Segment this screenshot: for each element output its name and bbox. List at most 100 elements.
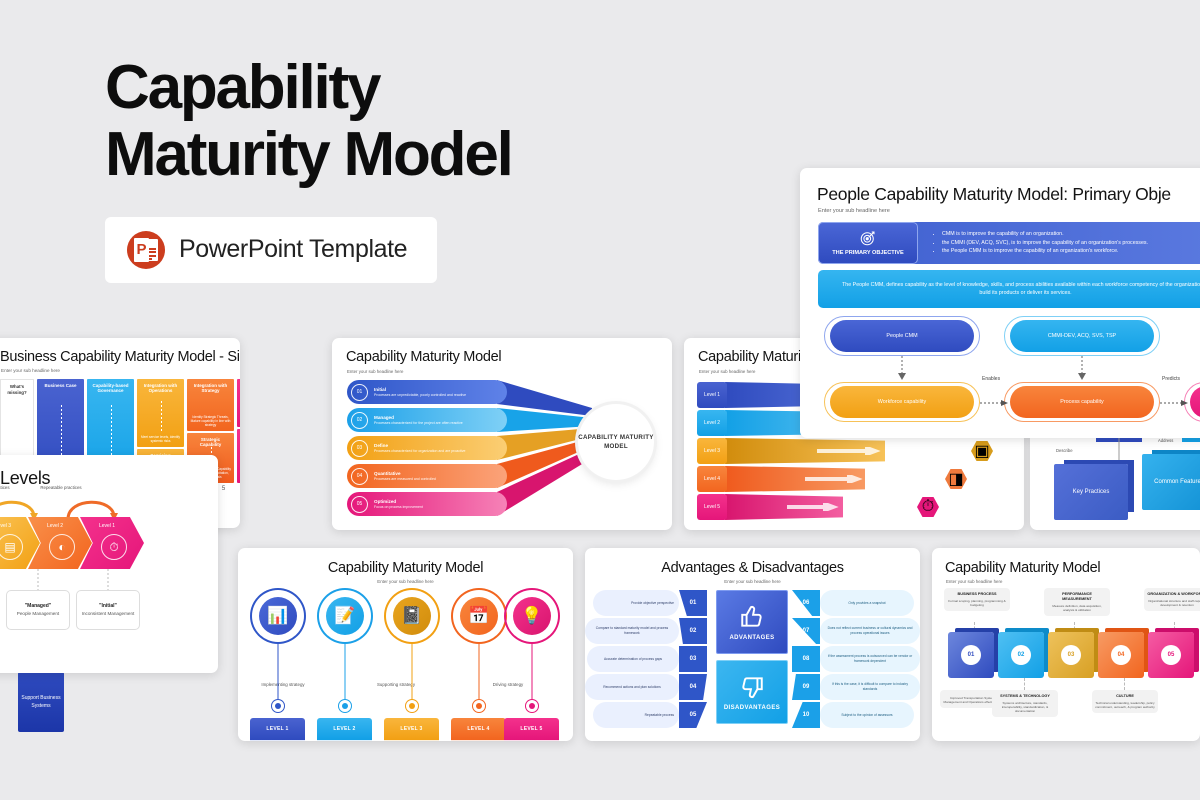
node-process-capability[interactable]: Process capability (1010, 386, 1154, 418)
callout-performance-measurement[interactable]: PERFORMANCE MEASUREMENT Measure definiti… (1044, 588, 1110, 617)
node-cmmi-dev[interactable]: CMMI-DEV, ACQ, SVS, TSP (1010, 320, 1154, 352)
level-tag: Level 1 (697, 382, 727, 408)
card-title: "Initial" (99, 602, 117, 609)
node-workforce-capability[interactable]: Workforce capability (830, 386, 974, 418)
row-desc: Processes are unpredictable, poorly cont… (374, 393, 467, 397)
node-people-cmm[interactable]: People CMM (830, 320, 974, 352)
curved-arrows (0, 500, 118, 521)
disadvantage-item-7[interactable]: 07 Does not reflect current business or … (792, 618, 920, 644)
advantage-item-3[interactable]: Accurate determination of process gaps 0… (587, 646, 707, 672)
ring-stems (277, 642, 533, 700)
level-row-3[interactable]: Level 3 Documented, Standardized, Repeat… (697, 438, 993, 464)
level-tag-name: Defined (949, 448, 965, 454)
row-number: 04 (351, 467, 368, 485)
ring-level-1[interactable]: 📊 (252, 590, 304, 642)
level-row-4[interactable]: Level 4 Reactive, Unstable, Manual Repea… (697, 466, 967, 492)
ring-level-5[interactable]: 💡 (506, 590, 558, 642)
disadvantages-panel[interactable]: DISADVANTAGES (716, 660, 788, 724)
ring-level-2[interactable]: 📝 (319, 590, 371, 642)
advantage-item-2[interactable]: Compare to standard maturity model and p… (585, 618, 707, 644)
level-box-3[interactable]: LEVEL 3 Managed (384, 718, 439, 741)
advantage-item-4[interactable]: Recommend actions and plan solutions 04 (585, 674, 707, 700)
callout-business-process[interactable]: BUSINESS PROCESS Formal scoping, plannin… (944, 588, 1010, 612)
funnel-ribbons (497, 380, 592, 516)
row-quantitative[interactable]: 04 Quantitative Processes are measured a… (347, 464, 507, 488)
advantages-panel[interactable]: ADVANTAGES (716, 590, 788, 654)
dot-1 (272, 700, 284, 712)
powerpoint-template-badge: P PowerPoint Template (105, 216, 438, 283)
calendar-icon: 📅 (460, 597, 498, 635)
primary-objective-bar: THE PRIMARY OBJECTIVE CMM is to improve … (818, 222, 1200, 264)
primary-objective-tag: THE PRIMARY OBJECTIVE (818, 222, 918, 264)
level-card-initial[interactable]: "Initial" Inconsistent Management (76, 590, 140, 630)
card-desc: People Management (16, 610, 60, 616)
callout-culture[interactable]: CULTURE Technical understanding, leaders… (1092, 690, 1158, 714)
level-card-managed[interactable]: "Managed" People Management (6, 590, 70, 630)
disadvantage-item-6[interactable]: 06 Only provides a snapshot (792, 590, 914, 616)
slide-people-cmm-primary-objective[interactable]: People Capability Maturity Model: Primar… (800, 168, 1200, 438)
capability-hub: CAPABILITY MATURITY MODEL (578, 404, 654, 480)
col4-sub-heading: Strategic Capability (199, 437, 222, 448)
chevron-label-2: Level 2 (46, 523, 64, 529)
cube-key-practices[interactable]: Key Practices (1054, 464, 1128, 520)
slide-subtitle: Enter your sub headline here (724, 579, 781, 584)
callout-organization-workforce[interactable]: ORGANIZATION & WORKFORCE Organizational … (1144, 588, 1200, 612)
level-box-1[interactable]: LEVEL 1 Ad hoc (250, 718, 305, 741)
maturity-rows: 01 Initial Processes are unpredictable, … (347, 380, 507, 520)
dot-4 (473, 700, 485, 712)
node-performance[interactable]: Performance (1190, 386, 1200, 418)
block-01[interactable]: 01 (948, 632, 994, 678)
ring-level-4[interactable]: 📅 (453, 590, 505, 642)
slide-advantages-disadvantages[interactable]: Advantages & Disadvantages Enter your su… (585, 548, 920, 741)
row-name: Managed (374, 415, 394, 420)
bar-chart-icon: 📊 (259, 597, 297, 635)
block-05[interactable]: 05 (1148, 632, 1194, 678)
slide-subtitle: Enter your sub headline here (347, 369, 404, 374)
slide-title: Capability Maturity Model (945, 560, 1101, 576)
row-number: 05 (351, 495, 368, 513)
level-chevrons: ◈ Level 3 ▤ Level 2 ◐ Level 1 ⏱ (0, 517, 144, 569)
block-02[interactable]: 02 (998, 632, 1044, 678)
slide-cmm-circles[interactable]: Capability Maturity Model Enter your sub… (238, 548, 573, 741)
callout-systems-technology[interactable]: SYSTEMS & TECHNOLOGY Systems architectur… (992, 690, 1058, 718)
row-initial[interactable]: 01 Initial Processes are unpredictable, … (347, 380, 507, 404)
block-04[interactable]: 04 (1098, 632, 1144, 678)
level-box-4[interactable]: LEVEL 4 Internally Integrated (451, 718, 506, 741)
edge-arrows (980, 400, 1188, 406)
level-bullets: Documented, Standardized, Repeatable (889, 446, 929, 455)
col3-heading: Integration with Operations (143, 383, 178, 394)
row-desc: Processes are measured and controlled (374, 477, 436, 481)
bullet-1: CMM is to improve the capability of an o… (942, 230, 1148, 238)
slide-cmm-funnel[interactable]: Capability Maturity Model Enter your sub… (332, 338, 672, 530)
level-5-icon: ⏱ (917, 497, 939, 517)
slide-title: Capability Maturity Model (346, 349, 502, 365)
slide-subtitle: Enter your sub headline here (377, 579, 434, 584)
col4-heading: Integration with Strategy (193, 383, 228, 394)
cube-common-features[interactable]: Common Features (1142, 454, 1200, 510)
row-define[interactable]: 03 Define Processes characterized for or… (347, 436, 507, 460)
ring-level-3[interactable]: 📓 (386, 590, 438, 642)
slide-subtitle: Enter your sub headline here (1, 368, 60, 373)
disadvantage-item-10[interactable]: 10 Subject to the opinion of assessors (792, 702, 914, 728)
callout-improved-transportation[interactable]: Improved Transportation Systems Manageme… (940, 690, 1006, 709)
num-5: 5 (221, 486, 226, 492)
row-name: Define (374, 443, 389, 448)
row-optimized[interactable]: 05 Optimized Focus on process improvemen… (347, 492, 507, 516)
support-business-systems-block: Support Business Systems (18, 672, 64, 732)
dot-2 (339, 700, 351, 712)
level-box-2[interactable]: LEVEL 2 Incomplete (317, 718, 372, 741)
row-managed[interactable]: 02 Managed Processes characterized for t… (347, 408, 507, 432)
disadvantage-item-8[interactable]: 08 If the assessment process is outsourc… (792, 646, 920, 672)
level-box-5[interactable]: LEVEL 5 Creating Advantage (504, 718, 559, 741)
definition-bar: The People CMM, defines capability as th… (818, 270, 1200, 308)
slide-cmm-blocks[interactable]: Capability Maturity Model Enter your sub… (932, 548, 1200, 741)
slide-subtitle: Enter your sub headline here (818, 208, 890, 214)
slide-levels[interactable]: Levels Competency Based practices Repeat… (0, 455, 218, 673)
disadvantage-item-9[interactable]: 09 If this is the case, it is difficult … (792, 674, 920, 700)
level-row-5[interactable]: Level 5 Unpredictable, Inconsistent, Hig… (697, 494, 939, 520)
edge-label-enables: Enables (982, 376, 1001, 382)
block-03[interactable]: 03 (1048, 632, 1094, 678)
page-title: Capability Maturity Model (105, 53, 514, 189)
advantage-item-1[interactable]: Provide objective perspective 01 (593, 590, 707, 616)
advantage-item-5[interactable]: Repeatable process 05 (593, 702, 707, 728)
